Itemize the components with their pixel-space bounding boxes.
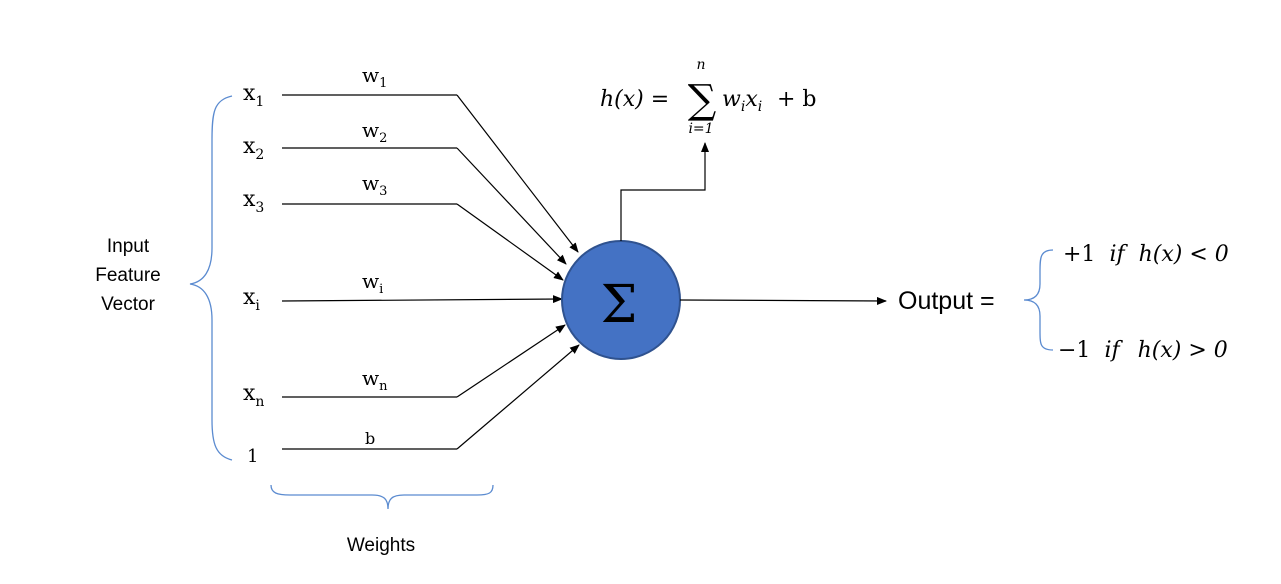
input-brace bbox=[189, 95, 233, 461]
weight-w1: w1 bbox=[362, 63, 387, 91]
weight-wi: wi bbox=[362, 269, 383, 297]
arrow-3 bbox=[456, 203, 564, 281]
input-label-line3: Vector bbox=[101, 294, 156, 315]
formula-sigma: ∑ bbox=[688, 77, 717, 123]
arrow-1 bbox=[456, 94, 579, 253]
arrow-2 bbox=[456, 147, 567, 265]
formula-upper-limit: n bbox=[696, 57, 705, 73]
weight-arrows bbox=[281, 94, 580, 450]
sum-symbol: Σ bbox=[601, 275, 638, 335]
output-label: Output = bbox=[898, 287, 995, 315]
weight-b: b bbox=[365, 429, 375, 448]
input-x1: x1 bbox=[243, 81, 264, 110]
weights-label: Weights bbox=[347, 535, 415, 556]
input-bias-one: 1 bbox=[247, 446, 258, 467]
formula-lower-limit: i=1 bbox=[688, 121, 713, 137]
formula-body: wixi bbox=[722, 87, 762, 115]
formula: h(x) = ∑ n i=1 wixi + b bbox=[600, 57, 817, 137]
formula-plus-b: + b bbox=[777, 87, 817, 112]
input-label-line2: Feature bbox=[95, 265, 160, 286]
weights-brace bbox=[270, 484, 494, 510]
arrow-i bbox=[281, 295, 563, 304]
weight-w3: w3 bbox=[362, 171, 387, 199]
arrow-n bbox=[456, 324, 566, 398]
input-xi: xi bbox=[243, 285, 260, 314]
output-arrow bbox=[679, 296, 887, 305]
input-lines bbox=[282, 94, 457, 450]
arrow-bias bbox=[456, 344, 580, 450]
input-x3: x3 bbox=[243, 187, 264, 216]
input-xn: xn bbox=[243, 381, 264, 410]
formula-lhs: h(x) = bbox=[600, 87, 669, 112]
formula-connector-arrow bbox=[620, 142, 709, 241]
weight-wn: wn bbox=[362, 366, 388, 394]
input-label-line1: Input bbox=[107, 236, 150, 257]
input-x2: x2 bbox=[243, 134, 264, 163]
output-brace bbox=[1023, 249, 1054, 351]
weight-w2: w2 bbox=[362, 118, 387, 146]
